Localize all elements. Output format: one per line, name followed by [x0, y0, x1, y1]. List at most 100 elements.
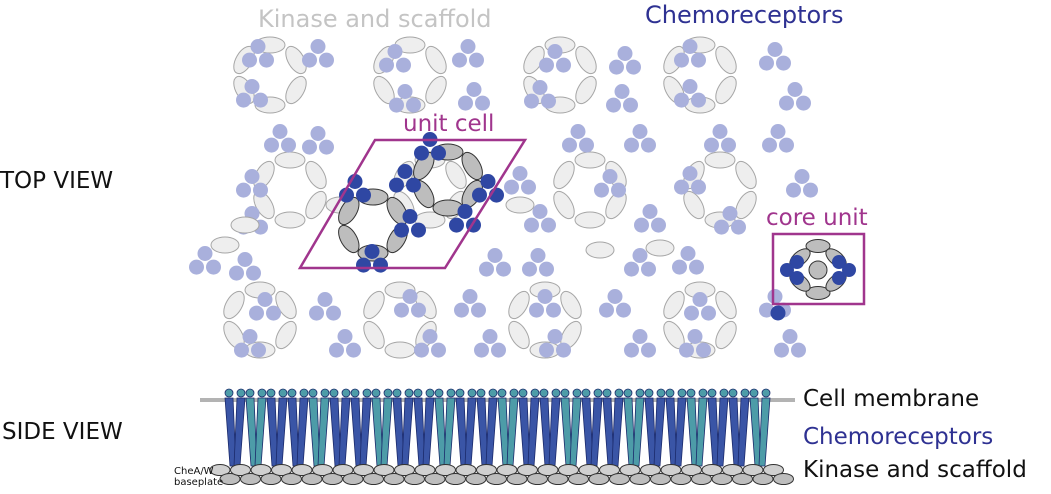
receptor-dimer-side	[401, 397, 414, 467]
receptor-dimer	[779, 95, 794, 111]
kinase-subunit	[704, 151, 736, 169]
receptor-dimer	[302, 139, 317, 155]
kinase-subunit	[384, 341, 416, 359]
receptor-dimer	[317, 292, 333, 307]
receptor-dimer	[641, 137, 656, 153]
core-unit-label: core unit	[766, 205, 868, 231]
receptor-periplasmic-head	[740, 388, 750, 398]
receptor-dimer	[767, 42, 783, 57]
receptor-dimer	[541, 93, 556, 109]
receptor-dimer	[570, 124, 586, 139]
receptor-dimer-side	[380, 397, 393, 467]
receptor-dimer	[373, 257, 388, 273]
receptor-dimer	[414, 145, 429, 161]
receptor-dimer	[319, 52, 334, 68]
receptor-dimer	[786, 182, 801, 198]
receptor-dimer	[632, 124, 648, 139]
receptor-dimer	[632, 248, 648, 263]
receptor-dimer	[524, 217, 539, 233]
kinase-subunit	[508, 320, 530, 350]
baseplate-label-line2: baseplate	[174, 477, 224, 488]
receptor-periplasmic-head	[329, 388, 339, 398]
receptor-periplasmic-head	[614, 388, 624, 398]
kinase-subunit	[560, 290, 582, 320]
receptor-periplasmic-head	[623, 388, 633, 398]
receptor-periplasmic-head	[665, 388, 675, 398]
receptor-dimer	[329, 342, 344, 358]
receptor-dimer-side	[695, 397, 708, 467]
receptor-dimer	[480, 174, 496, 189]
unit-cell-label: unit cell	[403, 111, 495, 137]
kinase-subunit	[305, 160, 327, 190]
kinase-subunit	[305, 190, 327, 220]
kinase-subunit	[808, 260, 828, 280]
receptor-dimer	[546, 302, 561, 318]
receptor-dimer	[541, 217, 556, 233]
receptor-dimer	[623, 97, 638, 113]
kinase-subunit	[274, 151, 306, 169]
receptor-dimer	[264, 137, 279, 153]
receptor-dimer	[759, 302, 774, 318]
kinase-subunit	[363, 320, 385, 350]
receptor-dimer	[537, 289, 553, 304]
kinase-subunit	[663, 290, 685, 320]
receptor-dimer	[616, 302, 631, 318]
kinase-subunit	[461, 151, 483, 181]
receptor-dimer	[614, 84, 630, 99]
receptor-periplasmic-head	[287, 388, 297, 398]
kinase-baseplate-subunit	[763, 464, 784, 476]
receptor-dimer-side	[674, 397, 687, 467]
receptor-dimer	[691, 52, 706, 68]
receptor-dimer	[641, 261, 656, 277]
receptor-dimer	[791, 342, 806, 358]
kinase-subunit	[275, 320, 297, 350]
receptor-dimer	[782, 329, 798, 344]
receptor-dimer	[302, 52, 317, 68]
side-view-array	[200, 388, 795, 485]
kinase-subunit	[425, 75, 447, 105]
receptor-dimer	[626, 59, 641, 75]
receptor-dimer	[722, 206, 738, 221]
receptor-dimer	[679, 342, 694, 358]
receptor-dimer	[539, 261, 554, 277]
receptor-dimer	[397, 164, 413, 179]
receptor-dimer	[242, 52, 257, 68]
kinase-subunit	[645, 239, 675, 257]
receptor-dimer	[242, 329, 258, 344]
kinase-subunit	[338, 196, 360, 226]
receptor-periplasmic-head	[719, 388, 729, 398]
receptor-periplasmic-head	[518, 388, 528, 398]
receptor-dimer	[250, 39, 266, 54]
receptor-dimer	[469, 52, 484, 68]
receptor-periplasmic-head	[350, 388, 360, 398]
receptor-dimer	[832, 271, 846, 285]
chemoreceptors-side-label: Chemoreceptors	[803, 424, 994, 450]
receptor-dimer	[632, 329, 648, 344]
receptor-dimer	[310, 39, 326, 54]
receptor-periplasmic-head	[509, 388, 519, 398]
receptor-periplasmic-head	[635, 388, 645, 398]
receptor-periplasmic-head	[413, 388, 423, 398]
kinase-subunit	[735, 160, 757, 190]
receptor-dimer	[796, 95, 811, 111]
receptor-dimer	[422, 329, 438, 344]
kinase-subunit	[574, 151, 606, 169]
kinase-subunit	[805, 286, 831, 300]
receptor-dimer	[347, 174, 363, 189]
receptor-dimer	[504, 179, 519, 195]
receptor-dimer	[691, 179, 706, 195]
receptor-periplasmic-head	[728, 388, 738, 398]
unit-cell-outline	[297, 138, 528, 270]
receptor-dimer	[680, 246, 696, 261]
receptor-dimer-side	[737, 397, 750, 467]
kinase-subunit	[715, 75, 737, 105]
receptor-dimer	[794, 169, 810, 184]
receptor-dimer	[606, 97, 621, 113]
receptor-periplasmic-head	[602, 388, 612, 398]
kinase-subunit	[210, 236, 240, 254]
receptor-periplasmic-head	[236, 388, 246, 398]
receptor-periplasmic-head	[530, 388, 540, 398]
receptor-dimer-side	[569, 397, 582, 467]
receptor-dimer	[257, 292, 273, 307]
kinase-subunit	[285, 75, 307, 105]
